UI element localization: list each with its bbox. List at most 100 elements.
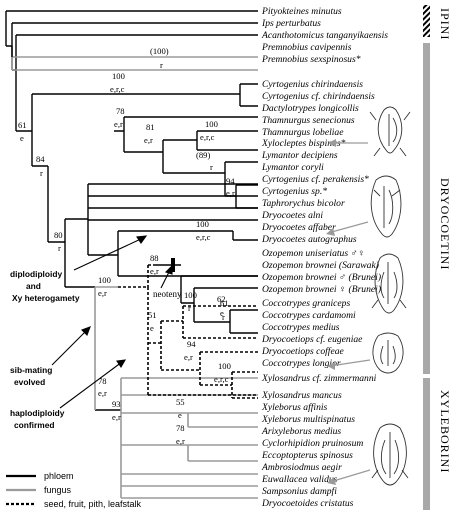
genitalia-illustrations	[326, 106, 411, 486]
taxon-label: Ozopemon brownei ♀ (Brunei)	[262, 284, 381, 295]
illustration-dryocoetes	[326, 175, 402, 238]
node-state: e,r,c	[214, 374, 229, 384]
node-support: 62	[217, 294, 226, 304]
taxon-label: Coccotrypes medius	[262, 322, 340, 333]
node-state: e,r	[184, 352, 193, 362]
group-bar-ipini	[423, 5, 430, 37]
node-labels: (100) r 100 e,r,c 61 e 78 e,r 100 e,r,c …	[18, 46, 235, 446]
taxon-label: Premnobius sexspinosus*	[261, 54, 361, 65]
annotation-haplodiploidy: haplodiploidy	[10, 408, 65, 418]
neoteny-marker	[171, 258, 175, 272]
annotation-xy-heterogamety: Xy heterogamety	[12, 293, 80, 303]
node-support: 100	[184, 290, 197, 300]
taxon-label: Lymantor coryli	[261, 162, 324, 173]
node-state: e,r,c	[200, 132, 215, 142]
illustration-thamnurgus	[328, 106, 411, 157]
legend: phloem fungus seed, fruit, pith, leafsta…	[6, 471, 142, 509]
node-support: 51	[148, 310, 157, 320]
taxon-label: Thamnurgus senecionus	[262, 115, 355, 126]
taxon-label: Dryocoetiops cf. eugeniae	[261, 334, 363, 345]
taxon-label: Dryocoetes affaber	[261, 222, 336, 233]
group-label-xyleborini: XYLEBORINI	[438, 390, 452, 473]
taxon-label: Dryocoetes autographus	[261, 234, 357, 245]
taxon-label: Xylocleptes bispinus*	[261, 138, 346, 149]
group-bar-dryocoetini	[423, 43, 430, 374]
node-support: 100	[218, 361, 231, 371]
taxon-label: Xylosandrus mancus	[261, 390, 342, 401]
group-label-dryocoetini: DRYOCOETINI	[438, 178, 452, 270]
taxon-labels: Pityokteines minutus Ips perturbatus Aca…	[261, 6, 388, 509]
branches-premnobius	[11, 56, 258, 71]
node-state: r	[160, 60, 163, 70]
node-state: e,r	[226, 188, 235, 198]
group-labels: IPINI DRYOCOETINI XYLEBORINI	[438, 8, 452, 473]
node-state: e,r,c	[110, 84, 125, 94]
node-support: 100	[98, 275, 111, 285]
group-bar-xyleborini	[423, 378, 430, 510]
node-support: 55	[176, 397, 185, 407]
node-support: 94	[226, 176, 235, 186]
taxon-label: Euwallacea validus	[261, 474, 338, 485]
annotation-diplodiploidy: diplodiploidy	[10, 269, 62, 279]
node-state: e,r	[98, 388, 107, 398]
node-state: e	[178, 410, 182, 420]
taxon-label: Sampsonius dampfi	[262, 486, 337, 497]
taxon-label: Coccotrypes longior	[262, 358, 341, 369]
legend-label-seed: seed, fruit, pith, leafstalk	[44, 499, 142, 509]
node-support: 81	[146, 122, 155, 132]
taxon-label: Xylosandrus cf. zimmermanni	[261, 373, 377, 384]
taxon-label: Eccoptopterus spinosus	[261, 450, 353, 461]
node-support: 61	[220, 298, 229, 308]
node-state: e,r	[112, 412, 121, 422]
taxon-label: Xyleborus multispinatus	[261, 414, 355, 425]
node-support: 78	[176, 423, 185, 433]
node-state: r	[40, 168, 43, 178]
legend-label-fungus: fungus	[44, 485, 72, 495]
illustration-coccotrypes	[327, 332, 404, 374]
taxon-label: Premnobius cavipennis	[261, 42, 352, 53]
node-support: 80	[54, 230, 63, 240]
node-state: r	[222, 312, 225, 322]
node-support: 100	[112, 71, 125, 81]
node-support: 93	[112, 399, 121, 409]
taxon-label: Dryocoetes alni	[261, 210, 323, 221]
node-state: e,r	[176, 436, 185, 446]
node-support: (89)	[196, 150, 210, 160]
annotation-and: and	[26, 281, 41, 291]
node-state: e	[150, 323, 154, 333]
taxon-label: Ozopemon uniseriatus ♂♀	[262, 248, 365, 259]
annotation-sib-mating: sib-mating	[10, 365, 52, 375]
node-support: 94	[187, 339, 196, 349]
branches-seed	[118, 264, 258, 399]
annotation-neoteny: neoteny	[153, 289, 182, 299]
taxon-label: Ambrosiodmus aegir	[261, 462, 342, 473]
annotation-evolved: evolved	[14, 377, 45, 387]
taxon-label: Dryocoetoides cristatus	[261, 498, 354, 509]
node-state: e,r	[114, 119, 123, 129]
node-support: 61	[18, 120, 27, 130]
annotations: diplodiploidy and Xy heterogamety sib-ma…	[10, 269, 182, 430]
node-state: e	[220, 308, 224, 318]
illustration-xyleborus	[327, 423, 409, 486]
node-support: 84	[36, 154, 45, 164]
taxon-label: Taphrorychus bicolor	[262, 198, 345, 209]
group-bars	[423, 5, 430, 510]
node-support: 78	[116, 106, 125, 116]
node-state: e,r,c	[196, 232, 211, 242]
node-state: r	[58, 243, 61, 253]
node-support: 88	[150, 253, 159, 263]
taxon-label: Arixyleborus medius	[261, 426, 341, 437]
taxon-label: Dryocoetiops coffeae	[261, 346, 345, 357]
taxon-label: Cyrtogenius cf. perakensis*	[262, 174, 369, 185]
node-support: 100	[205, 119, 218, 129]
node-state: r	[210, 162, 213, 172]
annotation-confirmed: confirmed	[14, 420, 55, 430]
taxon-label: Coccotrypes cardamomi	[262, 310, 356, 321]
taxon-label: Acanthotomicus tanganyikaensis	[261, 30, 388, 41]
taxon-label: Xyleborus affinis	[261, 402, 328, 413]
taxon-label: Pityokteines minutus	[261, 6, 342, 17]
taxon-label: Ips perturbatus	[261, 18, 321, 29]
node-state: e,r	[98, 288, 107, 298]
branches-phloem	[5, 10, 258, 411]
taxon-label: Cyrtogenius sp.*	[262, 186, 327, 197]
